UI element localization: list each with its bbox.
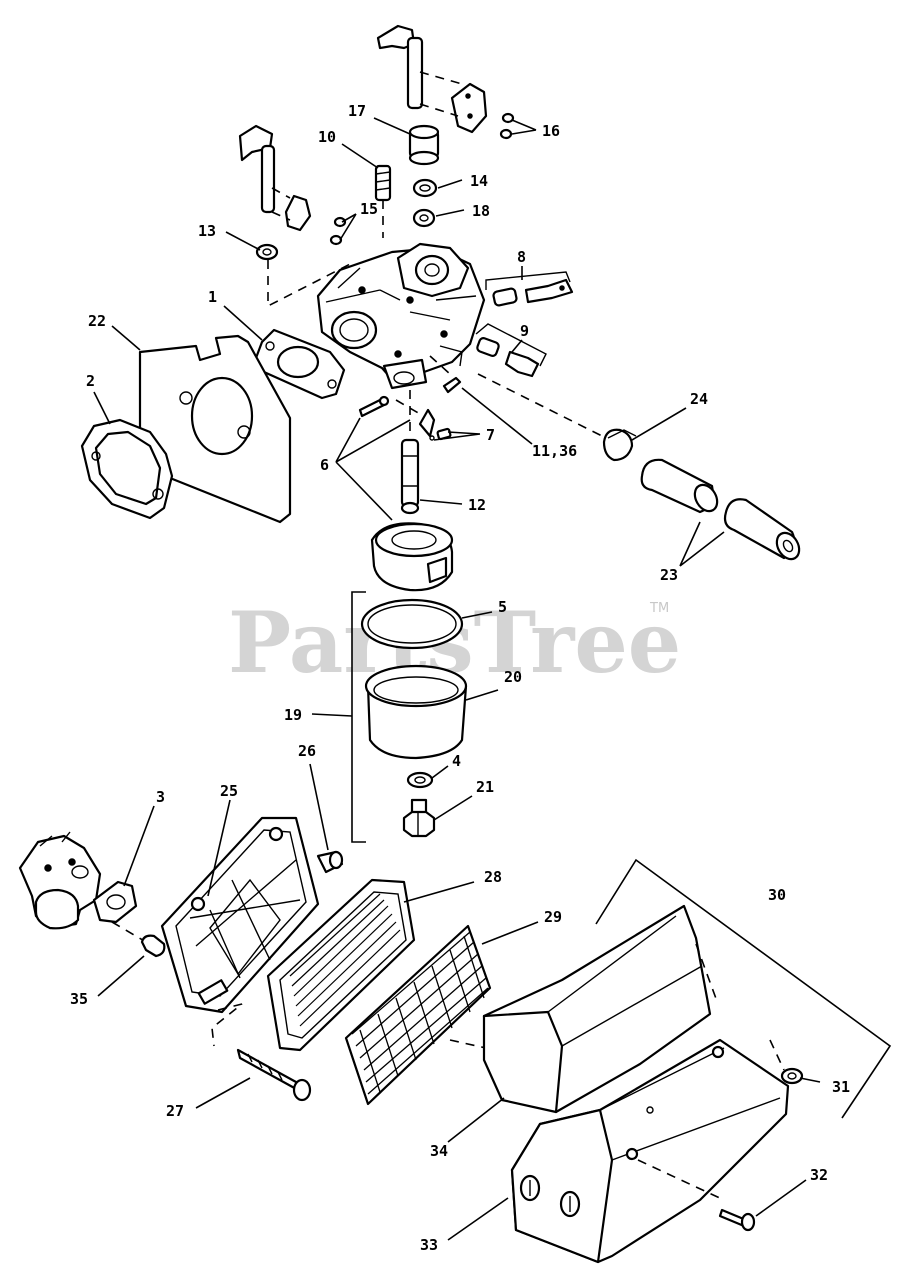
part-17-fitting	[408, 124, 440, 166]
small-carburetor-view	[18, 831, 102, 930]
callout-9: 9	[520, 322, 529, 340]
leader-lines	[93, 117, 821, 1241]
callout-22: 22	[88, 312, 106, 330]
carburetor-body	[267, 242, 486, 390]
watermark-tm: TM	[649, 601, 669, 616]
part-float	[370, 522, 454, 592]
callout-1: 1	[208, 288, 217, 306]
callout-26: 26	[298, 742, 316, 760]
part-25-air-cleaner-base	[160, 816, 320, 1047]
callout-18: 18	[472, 202, 490, 220]
part-4-washer	[406, 771, 434, 789]
part-3-gasket	[92, 880, 138, 924]
callout-23: 23	[660, 566, 678, 584]
callout-29: 29	[544, 908, 562, 926]
part-23-fuel-line	[477, 373, 801, 561]
part-20-float-bowl	[364, 664, 468, 760]
callout-2: 2	[86, 372, 95, 390]
callout-31: 31	[832, 1078, 850, 1096]
callout-21: 21	[476, 778, 494, 796]
callout-24: 24	[690, 390, 708, 408]
callout-34: 34	[430, 1142, 448, 1160]
part-12-main-jet	[400, 390, 420, 515]
callout-27: 27	[166, 1102, 184, 1120]
callout-11-36: 11,36	[532, 442, 577, 460]
callout-8: 8	[517, 248, 526, 266]
part-33-cover-outer	[510, 1038, 790, 1264]
part-26-screw	[316, 850, 344, 874]
part-7-needle-spring	[395, 399, 452, 441]
part-35-spacer	[111, 921, 166, 958]
part-16-choke-shaft	[376, 24, 515, 140]
part-28-filter-element	[266, 878, 416, 1052]
callout-20: 20	[504, 668, 522, 686]
part-29-pre-cleaner	[344, 924, 492, 1106]
part-10-screw	[374, 164, 392, 238]
callout-19: 19	[284, 706, 302, 724]
callout-4: 4	[452, 752, 461, 770]
part-22-gasket-plate	[138, 334, 292, 524]
part-15-throttle-shaft	[238, 124, 347, 246]
callout-7: 7	[486, 426, 495, 444]
part-9-needle-valve	[475, 323, 547, 378]
callout-35: 35	[70, 990, 88, 1008]
part-5-gasket	[360, 598, 464, 650]
part-2-gasket	[80, 418, 174, 520]
part-11-36-pin	[429, 355, 462, 394]
callout-13: 13	[198, 222, 216, 240]
part-24-clamp	[602, 428, 637, 462]
part-21-bowl-nut	[402, 798, 436, 838]
part-30-bracket	[595, 858, 892, 1119]
callout-33: 33	[420, 1236, 438, 1254]
callout-labels: 17 10 16 14 18 15 13 8 9 1 22 2 24 7 6 1…	[70, 102, 850, 1254]
callout-6: 6	[320, 456, 329, 474]
part-6-screw	[358, 395, 390, 418]
callout-17: 17	[348, 102, 366, 120]
part-18-washer	[412, 208, 436, 228]
part-34-cover-inner	[482, 904, 719, 1114]
callout-15: 15	[360, 200, 378, 218]
callout-12: 12	[468, 496, 486, 514]
part-14-washer	[412, 178, 438, 198]
callout-25: 25	[220, 782, 238, 800]
part-13-washer	[255, 243, 279, 261]
callout-28: 28	[484, 868, 502, 886]
callout-5: 5	[498, 598, 507, 616]
part-1-gasket	[254, 328, 346, 400]
callout-10: 10	[318, 128, 336, 146]
callout-14: 14	[470, 172, 488, 190]
part-32-screw	[718, 1208, 756, 1232]
part-27-screw	[236, 1048, 312, 1102]
callout-16: 16	[542, 122, 560, 140]
part-31-nut	[780, 1067, 804, 1085]
callout-32: 32	[810, 1166, 828, 1184]
part-19-bowl-bracket	[351, 591, 366, 843]
part-8-needle-valve	[485, 271, 574, 307]
callout-3: 3	[156, 788, 165, 806]
callout-30: 30	[768, 886, 786, 904]
